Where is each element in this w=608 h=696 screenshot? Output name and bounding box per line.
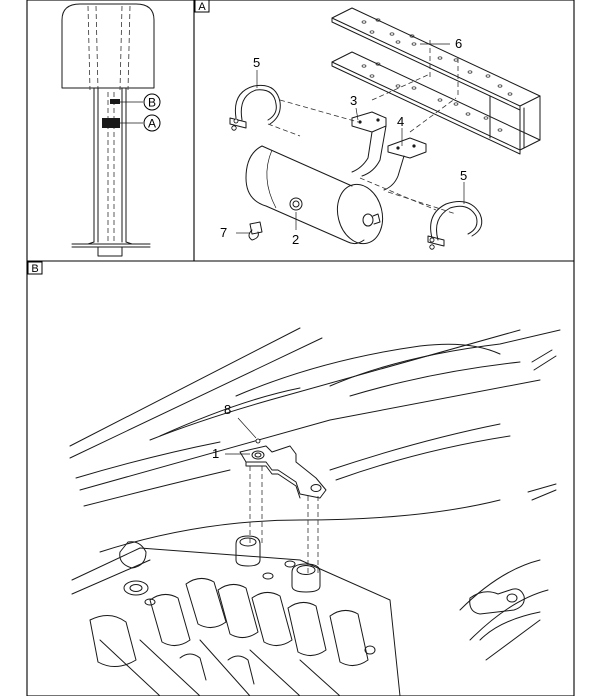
callout-7: 7 (220, 225, 227, 240)
circle-marker-a-label: A (148, 117, 156, 131)
drain-valve-7 (248, 221, 263, 241)
transmission-assembly (71, 535, 541, 696)
mounting-bracket-1 (239, 438, 327, 499)
panel-frames (26, 0, 575, 696)
truck-side-view (61, 3, 155, 257)
bracket-3 (351, 111, 387, 177)
panel-a-guide-lines (267, 73, 457, 215)
callout-2: 2 (292, 232, 299, 247)
panel-b-label: B (31, 263, 38, 275)
callout-4: 4 (397, 114, 404, 129)
callout-5-right: 5 (460, 168, 467, 183)
circle-marker-b-label: B (148, 96, 156, 110)
panel-a-leaders (236, 43, 465, 234)
frame-plate-holes (361, 18, 513, 132)
washer-8 (255, 438, 261, 444)
panel-b-leaders (225, 417, 257, 455)
air-tank-2 (245, 145, 384, 245)
panel-b-label-box: B (27, 261, 43, 275)
tank-position-a-marker (102, 118, 120, 128)
callout-5-left: 5 (253, 55, 260, 70)
callout-3: 3 (350, 93, 357, 108)
panel-b-guide-lines (249, 466, 319, 574)
panel-a-label-box: A (194, 0, 210, 13)
circle-marker-b: B (143, 93, 161, 111)
strap-5-right (427, 201, 483, 250)
tank-position-b-marker (110, 99, 120, 104)
chassis-frame-plates (331, 7, 541, 155)
strap-5-left (229, 84, 281, 131)
callout-1: 1 (212, 446, 219, 461)
callout-6: 6 (455, 36, 462, 51)
circle-marker-a: A (143, 114, 161, 132)
bracket-4 (383, 137, 427, 191)
callout-8: 8 (224, 402, 231, 417)
vehicle-body-lines (69, 327, 561, 661)
panel-a-label: A (198, 1, 206, 13)
